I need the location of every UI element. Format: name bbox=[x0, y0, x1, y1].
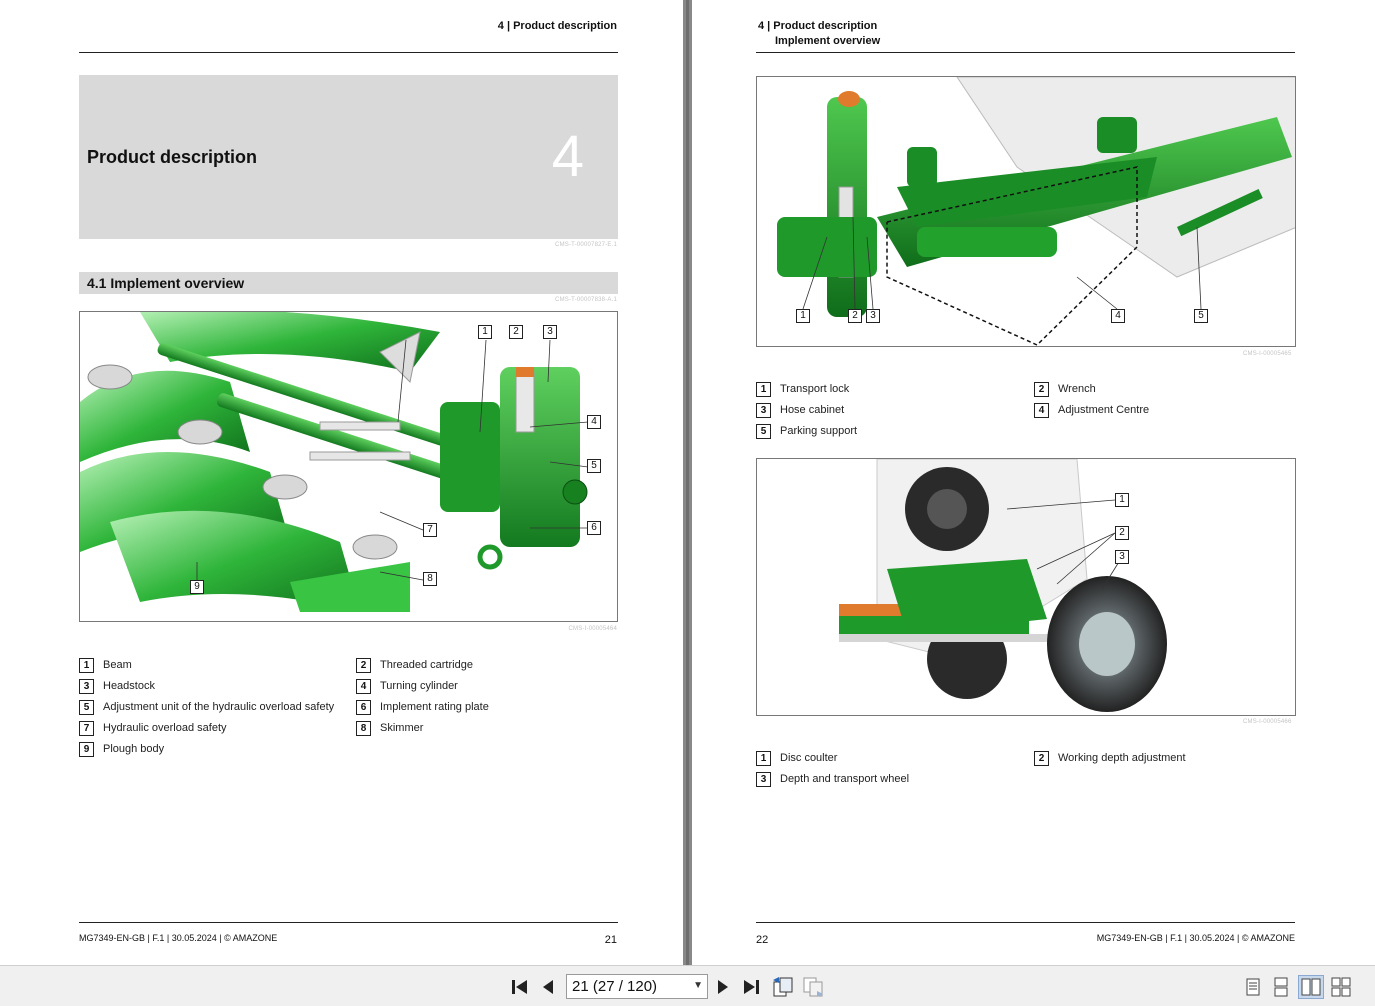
legend-number: 7 bbox=[79, 721, 94, 736]
section-title: 4.1 Implement overview bbox=[87, 275, 245, 291]
navigation-toolbar: 21 (27 / 120) ▼ bbox=[0, 965, 1375, 1006]
legend-number: 5 bbox=[756, 424, 771, 439]
legend-label: Beam bbox=[103, 659, 132, 671]
chapter-ref: CMS-T-00007827-E.1 bbox=[555, 242, 617, 248]
callout-3: 3 bbox=[1115, 550, 1129, 564]
callout-6: 6 bbox=[587, 521, 601, 535]
legend-label: Parking support bbox=[780, 425, 858, 437]
go-forward-view-icon[interactable] bbox=[800, 976, 826, 998]
legend-number: 2 bbox=[356, 658, 371, 673]
footer-text: MG7349-EN-GB | F.1 | 30.05.2024 | © AMAZ… bbox=[79, 933, 278, 943]
figure-ref: CMS-I-00005464 bbox=[568, 626, 617, 632]
header-rule bbox=[756, 52, 1295, 53]
page-number-value: 21 (27 / 120) bbox=[572, 978, 658, 995]
legend-label: Hydraulic overload safety bbox=[103, 722, 227, 734]
page-number: 22 bbox=[756, 934, 769, 946]
callout-3: 3 bbox=[866, 309, 880, 323]
legend-number: 1 bbox=[756, 382, 771, 397]
header-rule bbox=[79, 52, 618, 53]
legend-number: 6 bbox=[356, 700, 371, 715]
legend-label: Disc coulter bbox=[780, 752, 838, 764]
legend-label: Implement rating plate bbox=[380, 701, 489, 713]
callout-7: 7 bbox=[423, 523, 437, 537]
legend-label: Skimmer bbox=[380, 722, 424, 734]
legend-label: Threaded cartridge bbox=[380, 659, 473, 671]
page-21: 4 | Product description Product descript… bbox=[0, 0, 683, 965]
headstock-figure: 1 2 3 4 5 bbox=[756, 76, 1296, 347]
callout-3: 3 bbox=[543, 325, 557, 339]
callout-8: 8 bbox=[423, 572, 437, 586]
callout-5: 5 bbox=[587, 459, 601, 473]
section-ref: CMS-T-00007838-A.1 bbox=[555, 297, 617, 303]
next-page-icon[interactable] bbox=[712, 976, 734, 998]
figure-ref: CMS-I-00005465 bbox=[1243, 351, 1292, 357]
callout-4: 4 bbox=[1111, 309, 1125, 323]
callout-1: 1 bbox=[796, 309, 810, 323]
last-page-icon[interactable] bbox=[740, 976, 762, 998]
coulter-wheel-figure: 1 2 3 bbox=[756, 458, 1296, 716]
legend-number: 1 bbox=[756, 751, 771, 766]
running-header: 4 | Product description bbox=[497, 20, 617, 32]
page-22: 4 | Product description Implement overvi… bbox=[692, 0, 1375, 965]
legend-label: Depth and transport wheel bbox=[780, 773, 910, 785]
legend-number: 8 bbox=[356, 721, 371, 736]
plough-illustration bbox=[80, 312, 589, 612]
previous-page-icon[interactable] bbox=[537, 976, 559, 998]
figure-ref: CMS-I-00005466 bbox=[1243, 719, 1292, 725]
legend-label: Adjustment unit of the hydraulic overloa… bbox=[103, 701, 335, 713]
page-gutter bbox=[683, 0, 692, 965]
chevron-down-icon[interactable]: ▼ bbox=[693, 980, 703, 991]
legend-label: Transport lock bbox=[780, 383, 850, 395]
legend-number: 9 bbox=[79, 742, 94, 757]
chapter-title: Product description bbox=[87, 147, 258, 167]
page-number-select[interactable]: 21 (27 / 120) ▼ bbox=[566, 974, 708, 999]
footer-rule bbox=[79, 922, 618, 923]
legend-number: 3 bbox=[79, 679, 94, 694]
legend-number: 1 bbox=[79, 658, 94, 673]
footer-rule bbox=[756, 922, 1295, 923]
legend-number: 2 bbox=[1034, 382, 1049, 397]
coulter-wheel-illustration bbox=[839, 459, 1167, 712]
legend-label: Working depth adjustment bbox=[1058, 752, 1186, 764]
legend-number: 4 bbox=[356, 679, 371, 694]
callout-9: 9 bbox=[190, 580, 204, 594]
legend-label: Plough body bbox=[103, 743, 165, 755]
callout-2: 2 bbox=[848, 309, 862, 323]
legend-label: Adjustment Centre bbox=[1058, 404, 1150, 416]
legend-number: 3 bbox=[756, 772, 771, 787]
callout-2: 2 bbox=[1115, 526, 1129, 540]
two-page-view-icon[interactable] bbox=[1298, 975, 1324, 999]
callout-1: 1 bbox=[1115, 493, 1129, 507]
section-heading: 4.1 Implement overview bbox=[79, 272, 618, 294]
single-page-view-icon[interactable] bbox=[1240, 975, 1266, 999]
callout-2: 2 bbox=[509, 325, 523, 339]
continuous-view-icon[interactable] bbox=[1268, 975, 1294, 999]
legend-label: Hose cabinet bbox=[780, 404, 845, 416]
legend-label: Wrench bbox=[1058, 383, 1096, 395]
legend-number: 4 bbox=[1034, 403, 1049, 418]
legend-label: Headstock bbox=[103, 680, 155, 692]
plough-overview-figure: 1 2 3 4 5 6 7 8 9 bbox=[79, 311, 618, 622]
legend-number: 3 bbox=[756, 403, 771, 418]
footer-text: MG7349-EN-GB | F.1 | 30.05.2024 | © AMAZ… bbox=[1096, 933, 1295, 943]
chapter-number: 4 bbox=[551, 124, 584, 189]
legend-label: Turning cylinder bbox=[380, 680, 458, 692]
chapter-box: Product description 4 bbox=[79, 75, 618, 239]
callout-5: 5 bbox=[1194, 309, 1208, 323]
legend-number: 2 bbox=[1034, 751, 1049, 766]
callout-4: 4 bbox=[587, 415, 601, 429]
running-subheader: Implement overview bbox=[775, 35, 881, 47]
first-page-icon[interactable] bbox=[509, 976, 531, 998]
callout-1: 1 bbox=[478, 325, 492, 339]
go-back-view-icon[interactable] bbox=[770, 976, 796, 998]
legend-number: 5 bbox=[79, 700, 94, 715]
two-page-continuous-view-icon[interactable] bbox=[1328, 975, 1354, 999]
page-number: 21 bbox=[604, 934, 617, 946]
headstock-illustration bbox=[777, 77, 1295, 346]
running-header: 4 | Product description bbox=[758, 20, 878, 32]
